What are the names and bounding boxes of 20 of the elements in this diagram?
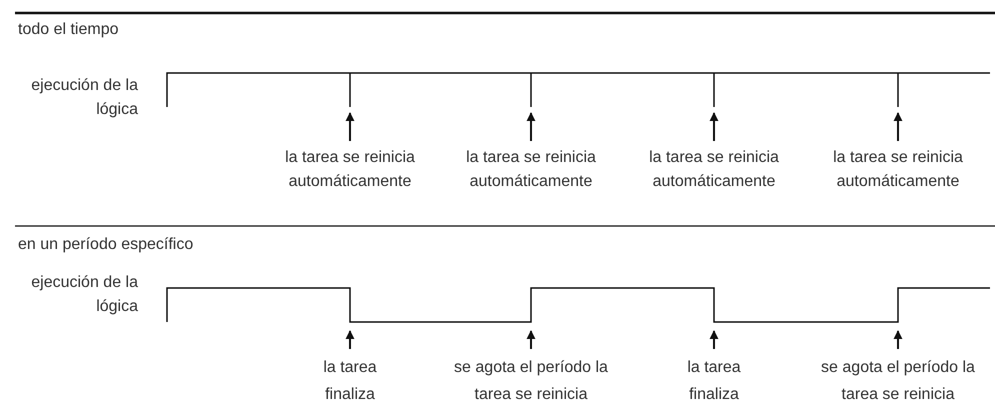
arrow [710, 112, 718, 141]
event-label: la tarea se reinicia automáticamente [284, 148, 416, 192]
section-title: en un período específico [18, 235, 194, 255]
event-label: se agota el período la tarea se reinicia [820, 358, 976, 405]
event-label: la tarea finaliza [322, 358, 378, 405]
event-label: la tarea se reinicia automáticamente [648, 148, 780, 192]
event-label: la tarea se reinicia automáticamente [465, 148, 597, 192]
arrow [526, 330, 536, 349]
arrow [710, 330, 718, 349]
event-label: la tarea finaliza [686, 358, 742, 405]
arrow [346, 112, 354, 141]
signal-label: ejecución de la lógica [30, 273, 138, 317]
arrow [894, 330, 902, 349]
section-title: todo el tiempo [18, 20, 119, 40]
event-label: se agota el período la tarea se reinicia [453, 358, 609, 405]
event-label: la tarea se reinicia automáticamente [832, 148, 964, 192]
signal-label: ejecución de la lógica [30, 76, 138, 120]
arrow [526, 112, 536, 141]
arrow [346, 330, 354, 349]
arrow [894, 112, 902, 141]
